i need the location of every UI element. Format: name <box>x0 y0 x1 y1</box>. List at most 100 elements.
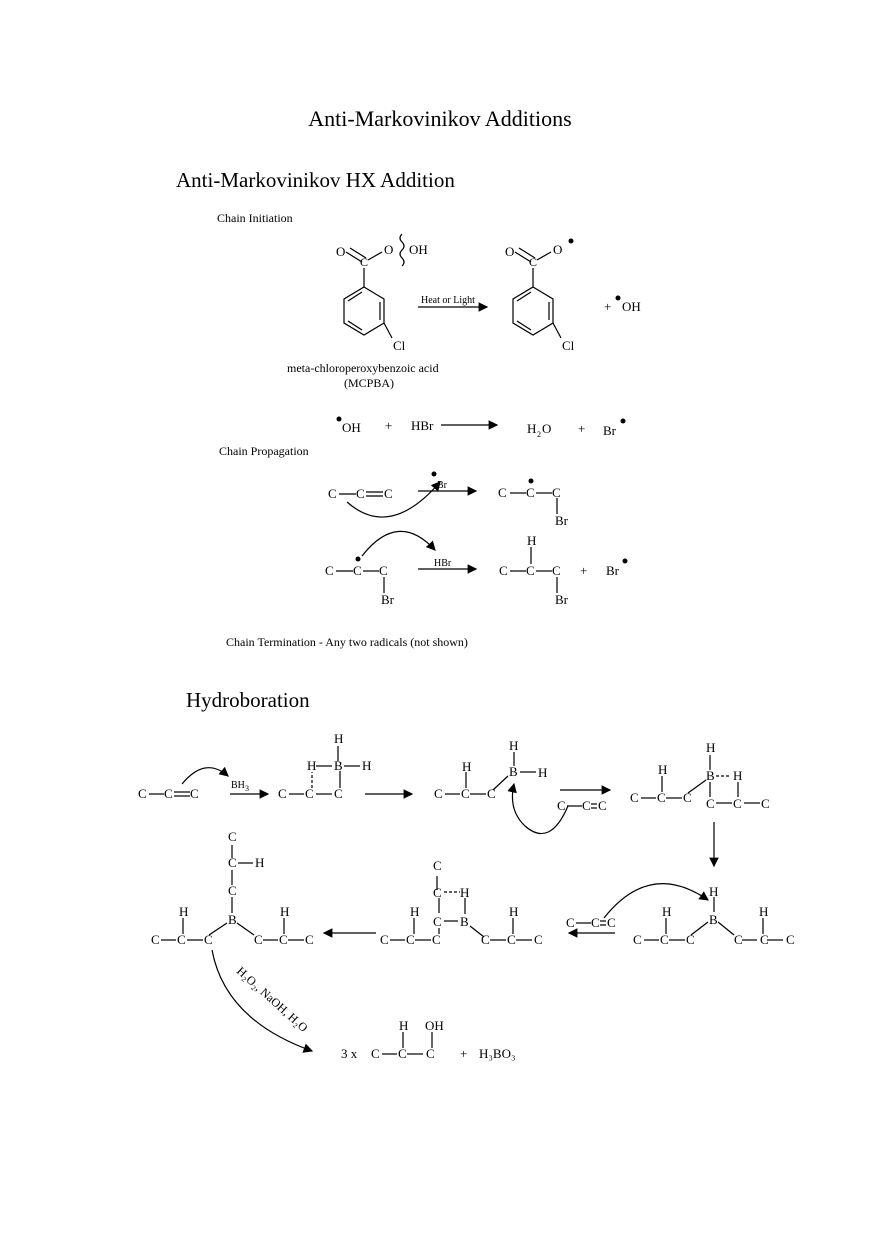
propagation-curved-arrow-2 <box>361 530 436 557</box>
br-radical-label: Br <box>437 480 448 491</box>
oxidation-reagents: H₂O₂, NaOH, H₂O <box>234 964 311 1035</box>
prop2-c2: C <box>353 563 362 578</box>
ts1-h-top: H <box>334 731 343 746</box>
alcohol-c2: C <box>398 1046 407 1061</box>
di-c4: C <box>734 932 743 947</box>
mono-c3: C <box>487 786 496 801</box>
ts1-h-left: H <box>307 758 316 773</box>
di-h-left: H <box>662 904 671 919</box>
water-o: O <box>542 421 551 436</box>
boric-acid: H₃BO₃ <box>479 1046 516 1061</box>
plus-sign-2: + <box>385 418 392 433</box>
hbr-arrow-label: HBr <box>434 558 452 569</box>
mono-bh-right: H <box>538 765 547 780</box>
radical-carbonyl-o: O <box>505 244 514 259</box>
ts2-bh-right: H <box>733 768 742 783</box>
tri-h-right: H <box>280 904 289 919</box>
hx-addition-heading: Anti-Markovinikov HX Addition <box>176 168 455 192</box>
bh3-curved-arrow <box>181 766 229 785</box>
reagent-alkene-c2: C <box>582 798 591 813</box>
mono-b: B <box>509 764 518 779</box>
product-c3: C <box>552 563 561 578</box>
mcpba-cl: Cl <box>393 338 406 353</box>
ts3-c6: C <box>534 932 543 947</box>
mcpba-name: meta-chloroperoxybenzoic acid <box>287 361 439 375</box>
ts1-b: B <box>334 758 343 773</box>
ts2-c4: C <box>706 796 715 811</box>
radical-carbon: C <box>529 255 537 269</box>
di-c2: C <box>660 932 669 947</box>
mono-h: H <box>462 759 471 774</box>
mcpba-structure <box>343 233 405 339</box>
radical-c3: C <box>552 485 561 500</box>
ts3-h-right: H <box>509 904 518 919</box>
alcohol-c3: C <box>426 1046 435 1061</box>
ts2-c3: C <box>683 790 692 805</box>
reagent2-c2: C <box>591 915 600 930</box>
di-c3: C <box>686 932 695 947</box>
hb-alkene-c3: C <box>190 786 199 801</box>
tri-c9: C <box>228 829 237 844</box>
tri-h-left: H <box>179 904 188 919</box>
prop2-br: Br <box>381 592 395 607</box>
product-h: H <box>527 533 536 548</box>
tri-c2: C <box>177 932 186 947</box>
radical-dots <box>336 238 628 564</box>
ts3-c-top: C <box>433 858 442 873</box>
ts3-c5: C <box>507 932 516 947</box>
chain-initiation-label: Chain Initiation <box>217 211 293 225</box>
ts2-bh-top: H <box>706 740 715 755</box>
tri-c4: C <box>254 932 263 947</box>
mono-c2: C <box>461 786 470 801</box>
reagent-alkene-c1: C <box>557 798 566 813</box>
ts1-c1: C <box>278 786 287 801</box>
reagent2-c3: C <box>607 915 616 930</box>
alkene-c1: C <box>328 486 337 501</box>
water-h: H <box>527 421 536 436</box>
hb-alkene-c2: C <box>164 786 173 801</box>
alkene-c3: C <box>384 486 393 501</box>
di-c6: C <box>786 932 795 947</box>
tri-c3: C <box>204 932 213 947</box>
plus-sign-1: + <box>604 299 611 314</box>
mcpba-peroxy-o: O <box>384 242 393 257</box>
tri-h-top: H <box>255 855 264 870</box>
water-subscript: 2 <box>537 430 541 439</box>
ts1-c3: C <box>334 786 343 801</box>
plus-sign-5: + <box>460 1046 467 1061</box>
radical-br: Br <box>555 513 569 528</box>
second-alkene-curved-arrow <box>507 782 569 835</box>
product-c1: C <box>499 563 508 578</box>
ts2-c5: C <box>733 796 742 811</box>
hbr-reagent: HBr <box>411 418 434 433</box>
mono-c1: C <box>434 786 443 801</box>
heat-or-light-label: Heat or Light <box>421 295 475 306</box>
radical-o: O <box>553 242 562 257</box>
plus-sign-3: + <box>578 421 585 436</box>
page-title: Anti-Markovinikov Additions <box>308 106 572 131</box>
product-br: Br <box>555 592 569 607</box>
alcohol-h: H <box>399 1018 408 1033</box>
mcpba-carbon: C <box>360 255 368 269</box>
tri-c8: C <box>228 855 237 870</box>
di-c5: C <box>760 932 769 947</box>
ts3-c3: C <box>432 932 441 947</box>
product-c2: C <box>526 563 535 578</box>
ts2-c2: C <box>657 790 666 805</box>
hb-alkene-c1: C <box>138 786 147 801</box>
mcpba-hydroxyl: OH <box>409 242 428 257</box>
di-c1: C <box>633 932 642 947</box>
ts3-c1: C <box>380 932 389 947</box>
product-multiplier: 3 x <box>341 1046 358 1061</box>
prop2-c3: C <box>379 563 388 578</box>
ts3-h-left: H <box>410 904 419 919</box>
propagation-curved-arrow-1 <box>346 481 441 518</box>
tri-c5: C <box>279 932 288 947</box>
radical-c1: C <box>498 485 507 500</box>
radical-c2: C <box>526 485 535 500</box>
bromine-radical: Br <box>603 423 617 438</box>
radical-acid-structure <box>512 247 562 339</box>
ts3-c-upper: C <box>433 885 442 900</box>
bh3-label: BH <box>231 780 245 791</box>
